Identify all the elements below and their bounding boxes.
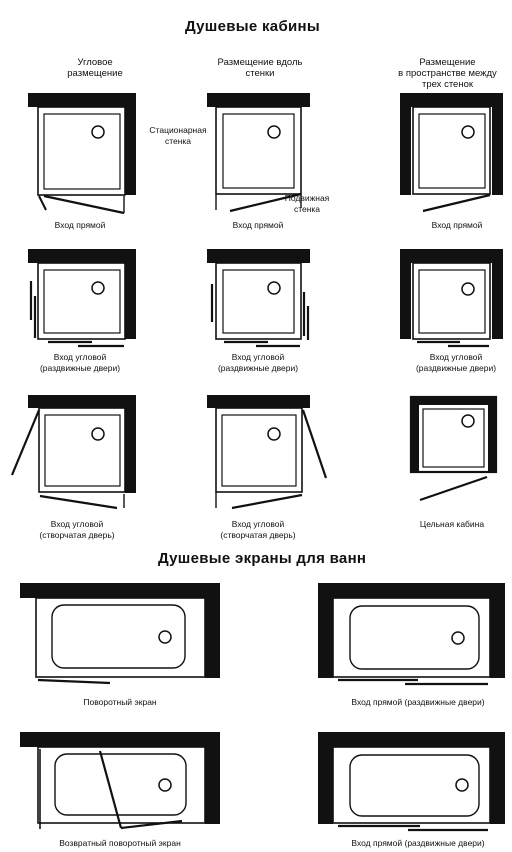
caption-cabin-7: Вход угловой(створчатая дверь)	[39, 519, 115, 540]
cabin-corner-straight	[28, 93, 136, 215]
caption-cabin-8: Вход угловой(створчатая дверь)	[220, 519, 296, 540]
caption-bath-4: Вход прямой (раздвижные двери)	[351, 838, 485, 848]
caption-cabin-4: Вход угловой(раздвижные двери)	[39, 352, 121, 373]
bath-swivel-screen	[20, 583, 220, 685]
cabin-solid	[409, 395, 498, 502]
cabin-wall-sliding	[207, 249, 310, 348]
cabin-corner-sliding	[28, 249, 136, 348]
cabin-wall-straight	[207, 93, 310, 213]
cabin-three-walls-sliding	[400, 249, 503, 348]
caption-cabin-2: Вход прямой	[232, 220, 284, 230]
bath-sliding-doors-2	[318, 732, 505, 832]
cabin-wall-hinged	[207, 395, 328, 510]
caption-bath-1: Поворотный экран	[83, 697, 157, 707]
bath-sliding-doors-1	[318, 583, 505, 686]
caption-cabin-6: Вход угловой(раздвижные двери)	[415, 352, 497, 373]
screens-title: Душевые экраны для ванн	[158, 550, 367, 567]
cabin-three-walls-straight	[400, 93, 503, 213]
caption-cabin-5: Вход угловой(раздвижные двери)	[217, 352, 299, 373]
cabin-corner-hinged	[10, 395, 136, 510]
caption-cabin-3: Вход прямой	[431, 220, 483, 230]
caption-bath-3: Возвратный поворотный экран	[59, 838, 181, 848]
cabins-title: Душевые кабины	[185, 18, 321, 35]
caption-cabin-9: Цельная кабина	[419, 519, 485, 529]
bath-returning-swivel-screen	[20, 732, 220, 830]
caption-bath-2: Вход прямой (раздвижные двери)	[351, 697, 485, 707]
caption-cabin-1: Вход прямой	[54, 220, 106, 230]
